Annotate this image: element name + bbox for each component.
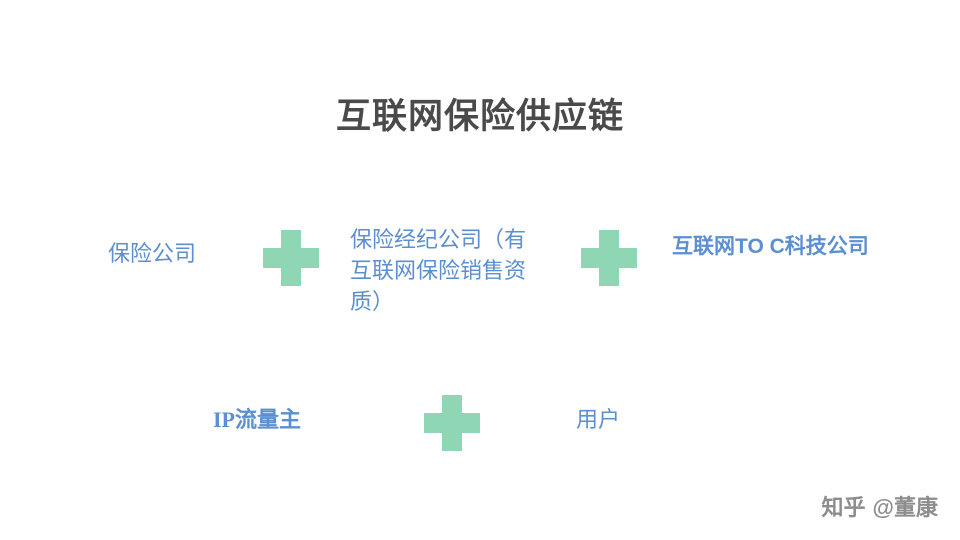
plus-icon-vertical-bar [442, 395, 462, 451]
node-insurance-broker-company: 保险经纪公司（有互联网保险销售资质） [350, 227, 527, 314]
plus-icon-vertical-bar [599, 230, 619, 286]
node-ip-traffic-owner: IP流量主 [213, 407, 302, 432]
page-title: 互联网保险供应链 [335, 97, 624, 136]
node-internet-toc-tech-company: 互联网TO C科技公司 [672, 235, 869, 258]
node-insurance-company: 保险公司 [108, 241, 197, 266]
zhihu-logo: 知乎 [821, 495, 866, 520]
plus-icon-vertical-bar [281, 230, 301, 286]
plus-icon [581, 230, 637, 286]
plus-icon [263, 230, 319, 286]
watermark: 知乎 @董康 [822, 490, 938, 522]
plus-icon [424, 395, 480, 451]
node-user: 用户 [576, 407, 621, 432]
watermark-author: @董康 [872, 495, 938, 520]
